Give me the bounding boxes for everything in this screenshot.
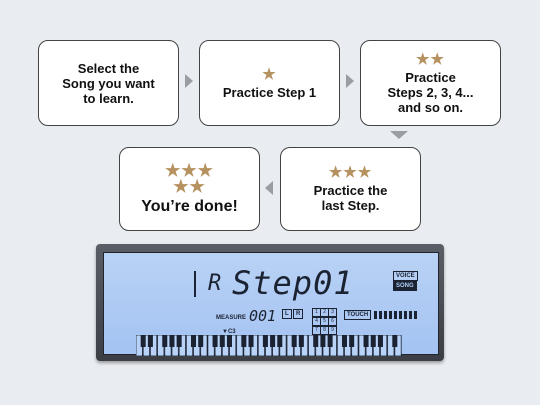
meter-bar <box>394 311 397 319</box>
black-key <box>140 335 146 347</box>
black-key <box>270 335 276 347</box>
black-key <box>147 335 153 347</box>
step-card-practice-more: ★★ Practice Steps 2, 3, 4... and so on. <box>360 40 501 126</box>
black-key <box>298 335 304 347</box>
black-key <box>169 335 175 347</box>
black-key <box>349 335 355 347</box>
number-cell-icon: 9 <box>328 326 337 335</box>
black-key <box>176 335 182 347</box>
black-key <box>370 335 376 347</box>
black-key <box>392 335 398 347</box>
meter-bar <box>389 311 392 319</box>
step-card-done: ★★★ ★★ You’re done! <box>119 147 260 231</box>
black-key <box>363 335 369 347</box>
lcd-divider <box>194 271 196 297</box>
arrow-right-icon <box>346 74 354 88</box>
arrow-right-icon <box>185 74 193 88</box>
song-indicator: SONG <box>393 281 417 291</box>
keyboard-display-panel: R Step01 VOICE SONG MEASURE 001 L R 1 2 … <box>96 244 444 361</box>
lcd-main-text: Step01 <box>232 264 354 302</box>
star-icon: ★★★ <box>328 164 373 181</box>
arrow-left-icon <box>265 181 273 195</box>
right-hand-indicator: R <box>293 309 304 319</box>
number-cell-icon: 3 <box>328 308 337 317</box>
meter-bar <box>404 311 407 319</box>
star-icon: ★★ <box>416 50 445 68</box>
black-key <box>377 335 383 347</box>
meter-bar <box>379 311 382 319</box>
c3-marker: ▼C3 <box>222 329 236 335</box>
step-text: Practice the last Step. <box>313 183 388 213</box>
lcd-screen: R Step01 VOICE SONG MEASURE 001 L R 1 2 … <box>103 252 439 356</box>
star-icon: ★ <box>262 65 277 83</box>
meter-bar <box>409 311 412 319</box>
meter-bar <box>414 311 417 319</box>
step-text: Select the Song you want to learn. <box>62 60 155 106</box>
black-key <box>212 335 218 347</box>
lcd-mode-letter: R <box>208 271 222 296</box>
keyboard-keys-icon <box>136 335 402 356</box>
black-key <box>313 335 319 347</box>
meter-bar <box>399 311 402 319</box>
left-hand-indicator: L <box>282 309 292 319</box>
step-card-practice-step-1: ★ Practice Step 1 <box>199 40 340 126</box>
black-key <box>341 335 348 347</box>
black-key <box>162 335 168 347</box>
star-icon: ★★★ ★★ <box>165 160 214 196</box>
black-key <box>241 335 247 347</box>
c3-label: C3 <box>227 329 236 335</box>
step-text: You’re done! <box>141 197 238 215</box>
black-key <box>248 335 254 347</box>
black-key <box>262 335 268 347</box>
number-cell-icon: 6 <box>328 317 337 326</box>
black-key <box>198 335 204 347</box>
meter-bar <box>384 311 387 319</box>
black-key <box>291 335 297 347</box>
voice-indicator: VOICE <box>393 271 418 281</box>
black-key <box>327 335 333 347</box>
arrow-down-icon <box>390 131 408 139</box>
black-key <box>190 335 197 347</box>
step-text: Practice Step 1 <box>222 84 317 100</box>
black-key <box>226 335 232 347</box>
measure-value: 001 <box>249 307 277 325</box>
black-key <box>219 335 225 347</box>
touch-indicator: TOUCH <box>344 310 372 320</box>
meter-bar <box>374 311 377 319</box>
black-key <box>320 335 326 347</box>
step-text: Practice Steps 2, 3, 4... and so on. <box>387 69 474 115</box>
step-card-select-song: Select the Song you want to learn. <box>38 40 179 126</box>
measure-label: MEASURE <box>216 315 247 321</box>
step-card-last-step: ★★★ Practice the last Step. <box>280 147 421 231</box>
black-key <box>277 335 283 347</box>
